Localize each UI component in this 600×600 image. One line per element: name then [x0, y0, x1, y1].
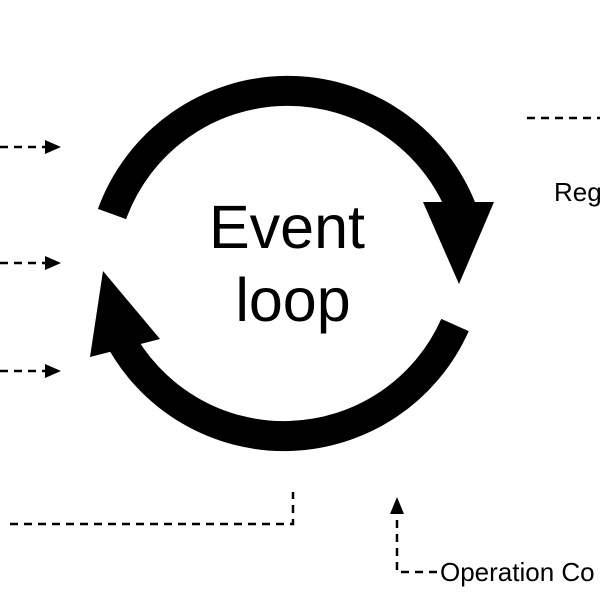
left-input-arrow-1 [0, 140, 61, 154]
arrow-right-icon [45, 256, 61, 270]
bottom-left-dashed-connector [10, 492, 295, 526]
arrow-right-icon [45, 364, 61, 378]
loop-lower-arc [104, 318, 469, 452]
arrow-right-icon [45, 140, 61, 154]
event-loop-title-line1: Event [209, 193, 365, 261]
event-loop-title-line2: loop [235, 266, 350, 334]
loop-upper-arrow [97, 75, 494, 284]
arrow-up-icon [390, 497, 404, 514]
loop-upper-arc [97, 75, 476, 220]
left-input-arrow-2 [0, 256, 61, 270]
right-top-label: Reg [554, 177, 600, 207]
loop-lower-arrow [90, 271, 469, 452]
loop-lower-arrowhead [90, 271, 160, 357]
left-input-arrow-3 [0, 364, 61, 378]
operation-complete-arrow [390, 497, 437, 574]
operation-complete-label: Operation Co [440, 557, 595, 587]
loop-upper-arrowhead [423, 202, 494, 284]
